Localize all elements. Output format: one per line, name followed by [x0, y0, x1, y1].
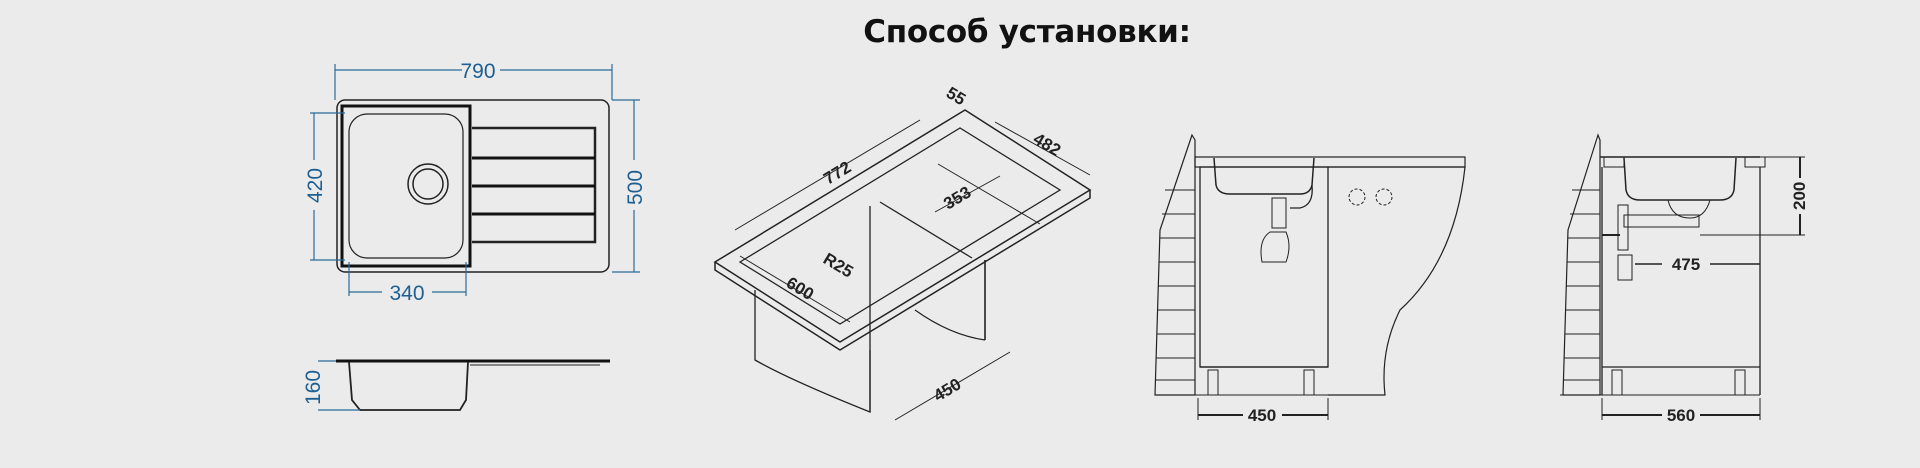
dim-bowl-depth: 420	[304, 168, 327, 203]
dim-bowl-width: 340	[389, 282, 424, 305]
front-installation-view: 450	[1154, 133, 1466, 425]
dim-overall-depth: 500	[624, 170, 647, 205]
dim-siphon-offset: 475	[1672, 255, 1700, 274]
dim-cabinet-width-front: 450	[1248, 406, 1276, 425]
isometric-cutout-view: 772 55 482 353 R25 600 450	[713, 83, 1092, 421]
dim-cabinet-depth: 560	[1667, 406, 1695, 425]
dim-overall-width: 790	[460, 60, 495, 83]
side-installation-view: 475 200 560	[1560, 133, 1809, 425]
sink-top-view: 790 420 500 340	[304, 60, 647, 305]
sink-side-view: 160	[302, 359, 610, 411]
page-title: Способ установки:	[863, 14, 1191, 50]
dim-corner-radius: R25	[820, 249, 857, 281]
dim-bowl-height: 160	[302, 370, 325, 405]
dim-edge-offset: 55	[943, 83, 969, 109]
dim-cabinet-width-iso: 450	[930, 375, 964, 406]
dim-bowl-cutout: 353	[940, 183, 974, 214]
dim-depth-from-top: 200	[1790, 182, 1809, 210]
